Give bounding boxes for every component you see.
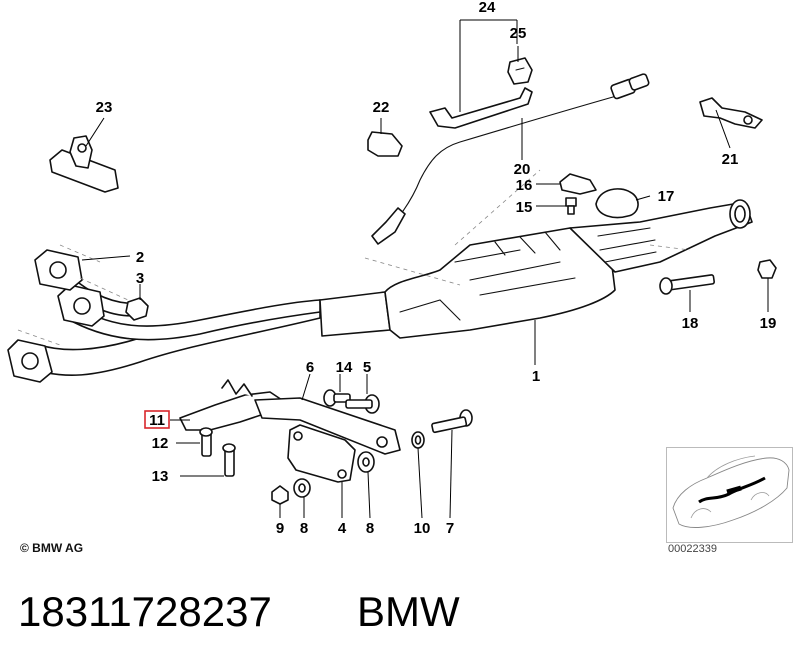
exhaust-pipe bbox=[7, 169, 753, 383]
bolt-7 bbox=[431, 409, 473, 434]
drawing-number: 00022339 bbox=[668, 543, 717, 555]
bracket-23 bbox=[49, 135, 119, 193]
oxygen-sensor bbox=[371, 73, 650, 245]
label-23[interactable]: 23 bbox=[96, 99, 113, 116]
washer-10 bbox=[411, 431, 425, 449]
car-outline-icon bbox=[672, 455, 790, 528]
nut-19 bbox=[757, 259, 777, 279]
label-1[interactable]: 1 bbox=[532, 368, 540, 385]
label-8-left[interactable]: 8 bbox=[300, 520, 308, 537]
copyright-text: © BMW AG bbox=[20, 541, 84, 555]
nut-9 bbox=[271, 485, 289, 505]
label-20[interactable]: 20 bbox=[514, 161, 531, 178]
bracket-4 bbox=[287, 424, 356, 483]
label-19[interactable]: 19 bbox=[760, 315, 777, 332]
label-25[interactable]: 25 bbox=[510, 25, 527, 42]
label-15[interactable]: 15 bbox=[516, 199, 533, 216]
label-24[interactable]: 24 bbox=[479, 0, 496, 16]
bracket-21 bbox=[699, 97, 763, 129]
bracket-6 bbox=[254, 397, 401, 455]
bolt-13 bbox=[222, 443, 236, 477]
bolt-12 bbox=[199, 427, 213, 457]
part-number: 18311728237 bbox=[18, 588, 272, 635]
label-6[interactable]: 6 bbox=[306, 359, 314, 376]
part-labels: 24 25 22 23 21 20 16 15 17 2 3 1 18 19 6… bbox=[96, 0, 777, 537]
label-10[interactable]: 10 bbox=[414, 520, 431, 537]
exhaust-parts-diagram: 24 25 22 23 21 20 16 15 17 2 3 1 18 19 6… bbox=[7, 0, 777, 537]
label-4[interactable]: 4 bbox=[338, 520, 347, 537]
label-9[interactable]: 9 bbox=[276, 520, 284, 537]
label-14[interactable]: 14 bbox=[336, 359, 353, 376]
car-locator-inset bbox=[666, 447, 793, 543]
highlight-box bbox=[144, 410, 170, 429]
bolt-18 bbox=[659, 274, 716, 295]
washer-8-left bbox=[293, 478, 311, 498]
label-21[interactable]: 21 bbox=[722, 151, 739, 168]
brand-name: BMW bbox=[357, 588, 460, 635]
label-7[interactable]: 7 bbox=[446, 520, 454, 537]
nut-3 bbox=[125, 297, 149, 321]
label-11[interactable]: 11 bbox=[149, 412, 165, 429]
label-17[interactable]: 17 bbox=[658, 188, 675, 205]
label-16[interactable]: 16 bbox=[516, 177, 533, 194]
label-18[interactable]: 18 bbox=[682, 315, 699, 332]
washer-8-right bbox=[357, 451, 375, 473]
label-3[interactable]: 3 bbox=[136, 270, 144, 287]
rubber-mount-17 bbox=[595, 188, 639, 219]
clamp-22 bbox=[367, 131, 403, 157]
label-5[interactable]: 5 bbox=[363, 359, 371, 376]
label-12[interactable]: 12 bbox=[152, 435, 169, 452]
hanger-16 bbox=[559, 173, 597, 195]
label-2[interactable]: 2 bbox=[136, 249, 144, 266]
screw-15 bbox=[565, 197, 577, 215]
label-13[interactable]: 13 bbox=[152, 468, 169, 485]
bolt-5 bbox=[345, 394, 380, 414]
leader-lines bbox=[81, 19, 769, 519]
label-8-right[interactable]: 8 bbox=[366, 520, 374, 537]
label-22[interactable]: 22 bbox=[373, 99, 390, 116]
bracket-24 bbox=[429, 57, 533, 129]
